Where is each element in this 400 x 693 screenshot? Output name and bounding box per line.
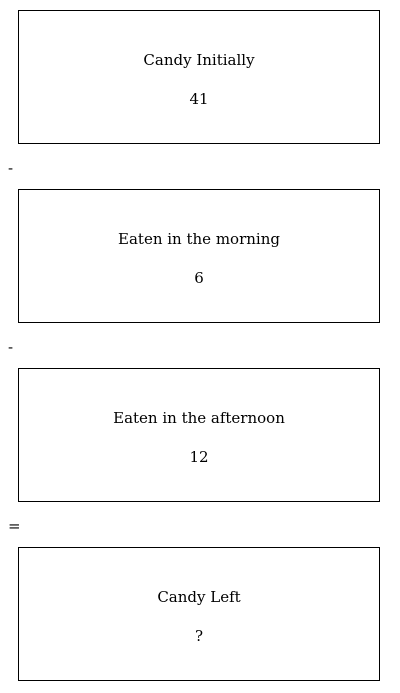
- box-value: ?: [194, 627, 204, 645]
- box-label: Eaten in the morning: [118, 230, 280, 248]
- equals-operator: =: [8, 517, 21, 535]
- eaten-morning-box: Eaten in the morning 6: [18, 189, 380, 323]
- candy-left-box: Candy Left ?: [18, 547, 380, 681]
- box-value: 12: [189, 448, 209, 466]
- box-value: 41: [189, 90, 209, 108]
- box-label: Candy Left: [157, 588, 241, 606]
- box-label: Eaten in the afternoon: [113, 409, 285, 427]
- minus-operator: -: [8, 159, 14, 177]
- minus-operator: -: [8, 338, 14, 356]
- box-label: Candy Initially: [143, 51, 255, 69]
- eaten-afternoon-box: Eaten in the afternoon 12: [18, 368, 380, 502]
- candy-initially-box: Candy Initially 41: [18, 10, 380, 144]
- box-value: 6: [194, 269, 204, 287]
